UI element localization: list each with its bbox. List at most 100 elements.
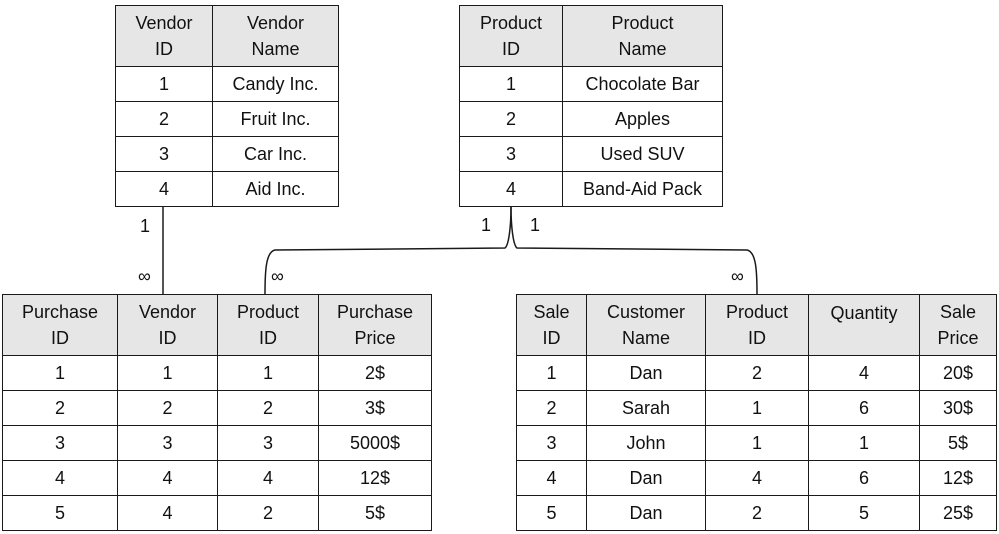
purchase-id-cell: 2	[2, 390, 118, 426]
customer-name-cell: Sarah	[586, 390, 706, 426]
purchase-id-cell: 1	[2, 355, 118, 391]
vendor-id-cell: 1	[115, 66, 213, 102]
purchase-id-cell: 4	[2, 460, 118, 496]
quantity-cell: 6	[808, 390, 920, 426]
product-id-cell: 1	[705, 390, 809, 426]
product-one-left-label: 1	[481, 215, 492, 235]
product-id-cell: 4	[217, 460, 319, 496]
sale-id-cell: 3	[516, 425, 587, 461]
product-id-cell: 2	[705, 355, 809, 391]
vendor-many-label: ∞	[138, 266, 151, 286]
product-id-cell: 3	[217, 425, 319, 461]
vendor-id-cell: 2	[117, 390, 218, 426]
sale-id-cell: 4	[516, 460, 587, 496]
product-id-cell: 2	[705, 495, 809, 531]
quantity-cell: 1	[808, 425, 920, 461]
product-id-cell: 1	[459, 66, 563, 102]
purchase-price-cell: 5000$	[318, 425, 432, 461]
product-name-cell: Apples	[562, 101, 723, 137]
customer-name-cell: Dan	[586, 460, 706, 496]
product-sale-link	[510, 206, 758, 295]
vendor-id-cell: 3	[117, 425, 218, 461]
sale-price-cell: 5$	[919, 425, 997, 461]
customer-name-cell: Dan	[586, 355, 706, 391]
vendor-one-label: 1	[140, 216, 151, 236]
product-id-cell: 4	[705, 460, 809, 496]
sale-price-cell: 30$	[919, 390, 997, 426]
product-one-right-label: 1	[530, 215, 541, 235]
purchase-id-cell: 5	[2, 495, 118, 531]
sale-price-cell: 25$	[919, 495, 997, 531]
purchase-id-cell: 3	[2, 425, 118, 461]
vendor-id-cell: 4	[117, 495, 218, 531]
quantity-cell: 6	[808, 460, 920, 496]
sale-id-cell: 1	[516, 355, 587, 391]
vendor-id-cell: 2	[115, 101, 213, 137]
product-id-cell: 2	[459, 101, 563, 137]
vendor-id-cell: 1	[117, 355, 218, 391]
product-id-cell: 4	[459, 171, 563, 207]
purchase-price-cell: 2$	[318, 355, 432, 391]
purchase-price-cell: 3$	[318, 390, 432, 426]
product-purchase-link	[264, 206, 512, 295]
sale-price-cell: 12$	[919, 460, 997, 496]
customer-name-cell: Dan	[586, 495, 706, 531]
product-name-cell: Chocolate Bar	[562, 66, 723, 102]
product-id-cell: 2	[217, 390, 319, 426]
sale-id-cell: 2	[516, 390, 587, 426]
vendor-name-cell: Fruit Inc.	[212, 101, 339, 137]
vendor-id-cell: 4	[115, 171, 213, 207]
purchase-price-cell: 5$	[318, 495, 432, 531]
product-id-cell: 2	[217, 495, 319, 531]
vendor-name-cell: Car Inc.	[212, 136, 339, 172]
vendor-name-cell: Candy Inc.	[212, 66, 339, 102]
vendor-id-cell: 4	[117, 460, 218, 496]
purchase-many-label: ∞	[271, 266, 284, 286]
customer-name-cell: John	[586, 425, 706, 461]
header-quantity: Quantity	[808, 294, 920, 356]
sale-id-cell: 5	[516, 495, 587, 531]
quantity-cell: 4	[808, 355, 920, 391]
product-id-cell: 3	[459, 136, 563, 172]
vendor-id-cell: 3	[115, 136, 213, 172]
quantity-cell: 5	[808, 495, 920, 531]
product-name-cell: Band-Aid Pack	[562, 171, 723, 207]
product-name-cell: Used SUV	[562, 136, 723, 172]
